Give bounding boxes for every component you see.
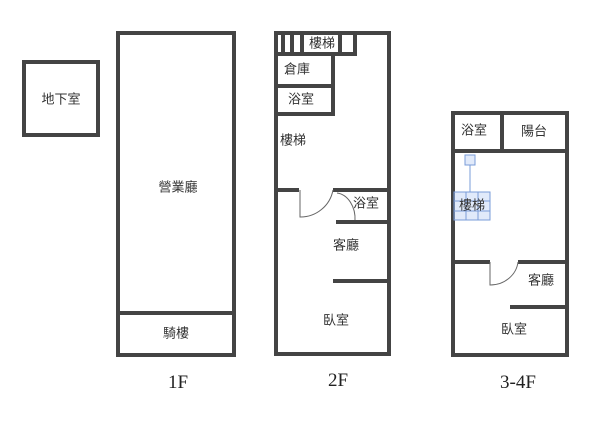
bedroom-label: 臥室 [323,313,349,329]
basement-room [22,60,100,137]
door-swing [299,189,334,218]
living-label: 客廳 [333,238,359,254]
living-label: 客廳 [528,273,554,289]
bath-label: 浴室 [353,196,379,212]
floor-1f: 地下室 營業廳 騎樓 1F [22,31,236,393]
floor-1f-label: 1F [168,372,188,393]
stairs-top-label: 樓梯 [309,37,335,52]
bath-top-label: 浴室 [288,92,314,108]
stairs-label: 樓梯 [459,199,485,214]
floor-2f-label: 2F [328,370,348,391]
stairs-icon [453,154,491,221]
hall-label: 營業廳 [158,180,197,196]
balcony-label: 陽台 [521,125,547,140]
arcade-label: 騎樓 [163,327,189,342]
storage-label: 倉庫 [284,63,310,78]
floor-1f-outline [116,31,236,357]
basement-label: 地下室 [41,92,80,108]
floor-2f: 樓梯 倉庫 浴室 樓梯 浴室 客廳 臥室 2F [274,31,391,391]
bedroom-label: 臥室 [501,322,527,338]
floor-3-4f: 浴室 陽台 樓梯 客廳 臥室 3-4F [451,111,569,393]
bath-label: 浴室 [461,123,487,139]
floor-34f-outline [451,111,569,357]
door-swing [489,261,519,286]
floor-34f-label: 3-4F [500,372,536,393]
stairs-label: 樓梯 [280,134,306,149]
floor-2f-outline [274,31,391,356]
